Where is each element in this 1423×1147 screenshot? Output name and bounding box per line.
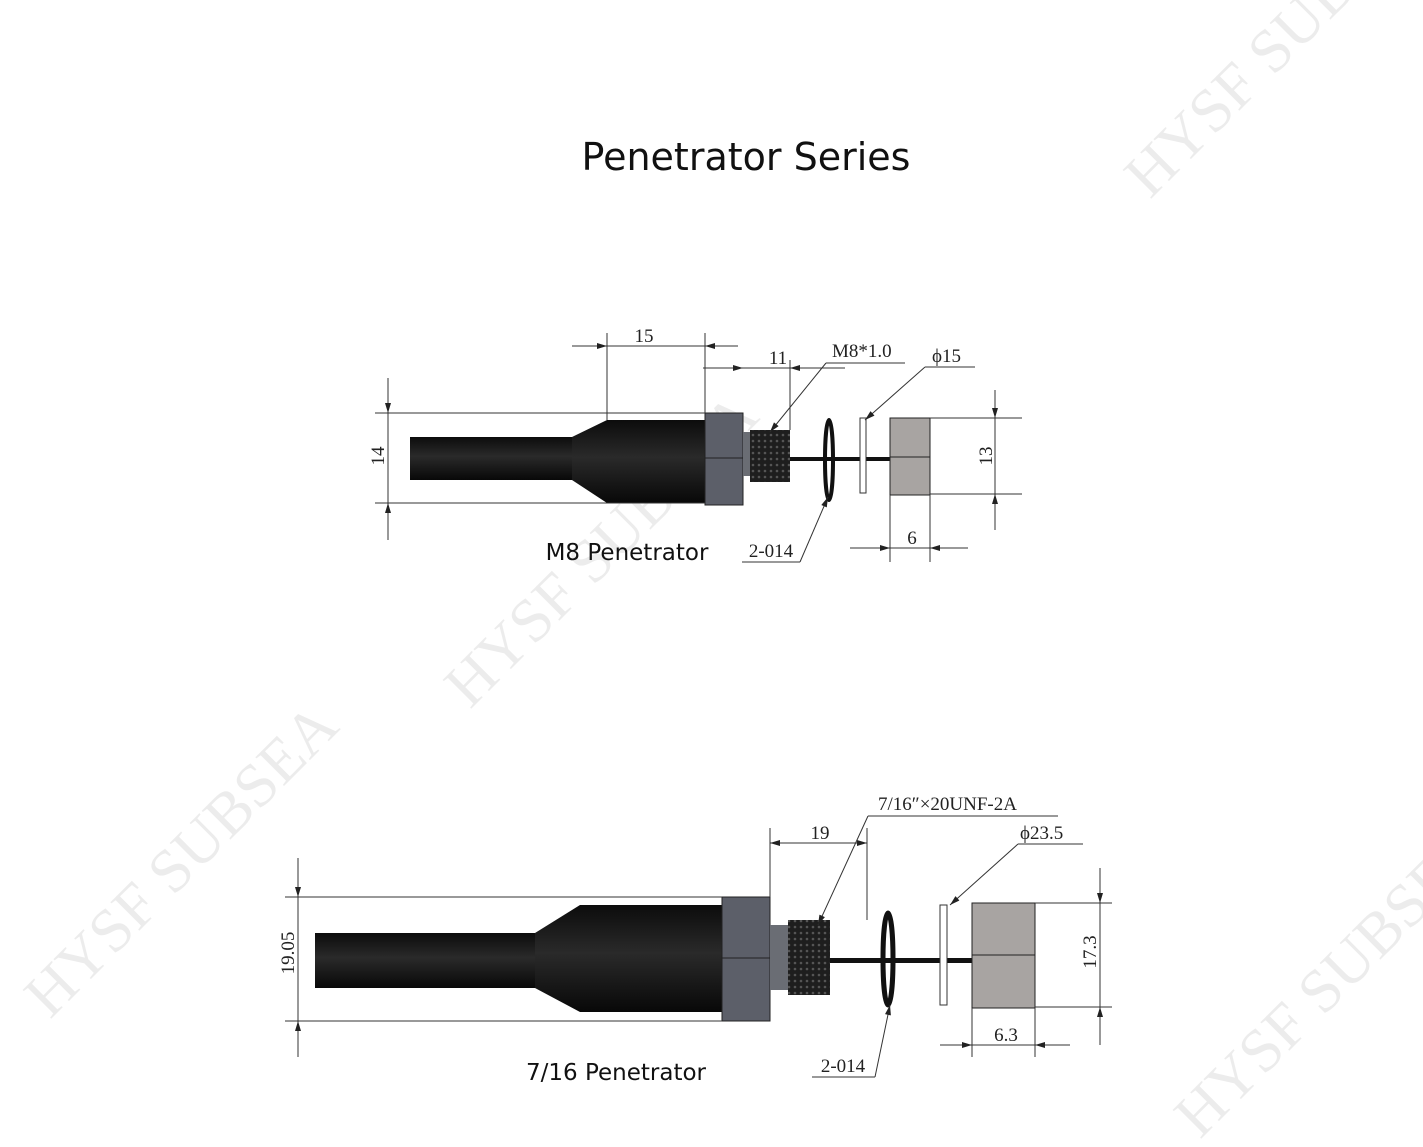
svg-text:2-014: 2-014 [749, 541, 794, 562]
svg-text:HYSF SUBSEA: HYSF SUBSEA [1112, 0, 1423, 210]
svg-text:6.3: 6.3 [994, 1025, 1018, 1046]
svg-text:2-014: 2-014 [821, 1056, 866, 1077]
page-title: Penetrator Series [582, 135, 911, 179]
cable [315, 933, 536, 988]
m8-penetrator-drawing: 15 11 M8*1.0 ϕ15 14 13 6 2-014 [368, 326, 1022, 563]
svg-text:6: 6 [907, 528, 917, 549]
7-16-penetrator-drawing: 19 7/16″×20UNF-2A ϕ23.5 19.05 17.3 6.3 2… [278, 794, 1112, 1078]
washer [939, 904, 948, 1006]
caption-7-16-penetrator: 7/16 Penetrator [526, 1060, 707, 1086]
cone [572, 420, 607, 503]
hex-nut [704, 412, 744, 506]
svg-text:14: 14 [368, 446, 389, 466]
thread [750, 430, 790, 482]
svg-text:HYSF SUBSEA: HYSF SUBSEA [1162, 811, 1423, 1147]
svg-text:17.3: 17.3 [1080, 935, 1101, 968]
thread [788, 920, 830, 995]
body [607, 420, 705, 503]
caption-m8-penetrator: M8 Penetrator [546, 540, 709, 566]
svg-text:15: 15 [635, 326, 654, 347]
cone [535, 905, 580, 1012]
svg-text:19.05: 19.05 [278, 932, 299, 975]
svg-text:13: 13 [976, 447, 997, 466]
svg-text:HYSF SUBSEA: HYSF SUBSEA [12, 691, 351, 1030]
washer [859, 417, 867, 494]
svg-text:19: 19 [811, 823, 830, 844]
o-ring [880, 910, 896, 1008]
wire [790, 457, 890, 461]
hex-nut [721, 896, 771, 1022]
body [580, 905, 722, 1012]
svg-text:ϕ15: ϕ15 [932, 346, 961, 367]
cable [410, 437, 573, 480]
o-ring [823, 418, 835, 502]
wire [830, 958, 975, 963]
svg-text:7/16″×20UNF-2A: 7/16″×20UNF-2A [878, 794, 1017, 815]
svg-text:M8*1.0: M8*1.0 [832, 341, 892, 362]
svg-text:ϕ23.5: ϕ23.5 [1020, 823, 1063, 844]
svg-text:11: 11 [769, 348, 787, 369]
